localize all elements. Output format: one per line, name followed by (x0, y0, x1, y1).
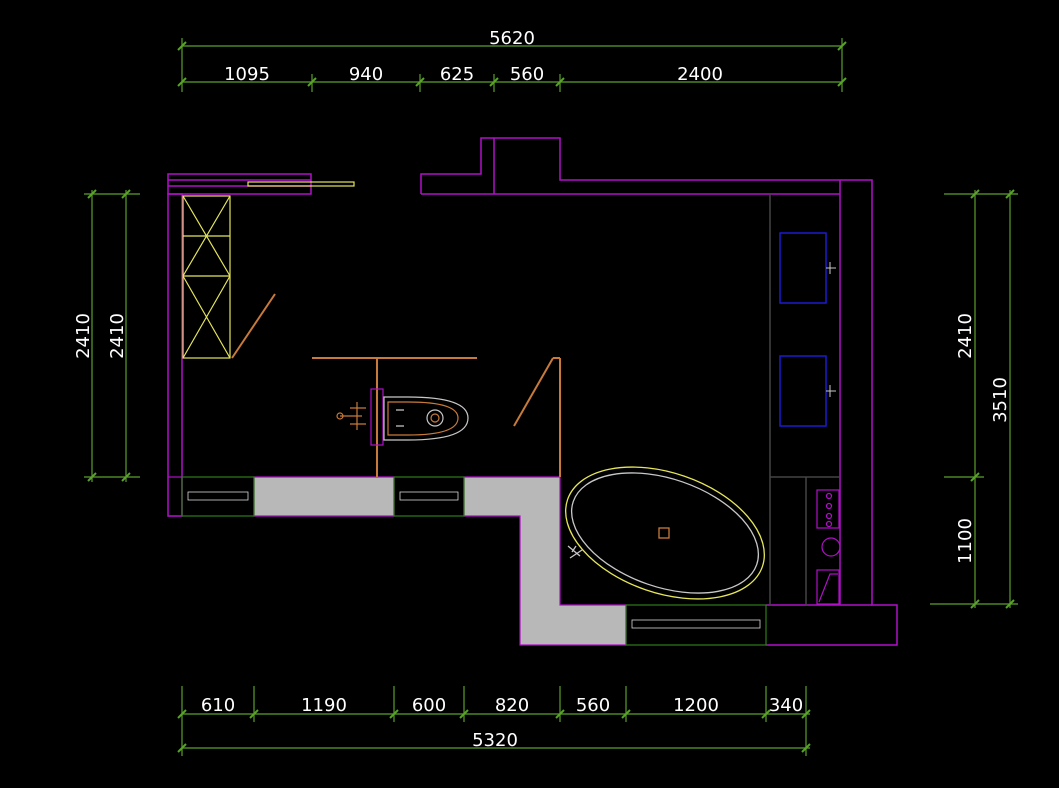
door-swing (231, 293, 276, 359)
left-inner-label: 2410 (107, 313, 128, 359)
faucet-icon (826, 262, 836, 274)
cabinet-detail (818, 573, 838, 603)
dimension-tick (970, 189, 1015, 609)
sprayer-head (336, 412, 344, 420)
drain-circle (821, 537, 841, 557)
control-panel (816, 489, 840, 529)
toilet-hinge (396, 409, 404, 427)
right-inner-label: 1100 (955, 518, 976, 564)
bottom-segment-label: 820 (495, 695, 529, 716)
windows (168, 476, 767, 646)
dimension-tick (177, 743, 811, 753)
window-glass (187, 491, 249, 501)
top-segment-label: 560 (510, 64, 544, 85)
toilet-tank (370, 388, 384, 446)
window-glass (631, 619, 761, 629)
bathtub-faucet-icon (567, 545, 583, 559)
control-knob (825, 492, 833, 500)
top-total-label: 5620 (489, 28, 535, 49)
toilet-bowl (383, 396, 469, 441)
left-outer-label: 2410 (73, 313, 94, 359)
bottom-segment-label: 340 (769, 695, 803, 716)
top-segment-label: 2400 (677, 64, 723, 85)
bathtub-outer (565, 466, 765, 600)
control-knob (825, 520, 833, 528)
top-segment-label: 1095 (224, 64, 270, 85)
partitions (231, 293, 561, 477)
top-segment-label: 940 (349, 64, 383, 85)
dimension-tick (177, 41, 847, 51)
vanity-basins (779, 232, 836, 427)
toilet-drain (426, 409, 444, 427)
window (393, 476, 465, 517)
lower-cabinet (816, 569, 840, 605)
bottom-segment-label: 1190 (301, 695, 347, 716)
bathtub-inner (570, 472, 760, 594)
bathtub (565, 466, 765, 600)
bottom-segment-label: 610 (201, 695, 235, 716)
cabinet-cross (182, 275, 231, 359)
appliance-column (816, 489, 841, 605)
shower-door (513, 357, 554, 427)
toilet-drain (430, 413, 440, 423)
control-knob (825, 512, 833, 520)
window (181, 476, 255, 517)
bottom-segment-label: 560 (576, 695, 610, 716)
solid-wall-segment (253, 476, 395, 517)
dimension-tick (177, 709, 811, 719)
dimension-lines (84, 38, 1018, 756)
bathtub-drain (658, 527, 670, 539)
right-outer-label: 3510 (990, 377, 1011, 423)
toilet-seat (387, 401, 459, 436)
tall-cabinet (182, 181, 355, 359)
dimension-labels: 5620 1095 940 625 560 2400 610 1190 600 … (73, 28, 1011, 751)
bidet-sprayer-icon (340, 402, 366, 430)
walls (167, 137, 898, 646)
towel-bar (247, 181, 355, 187)
toilet (336, 388, 469, 446)
top-left-wall (167, 173, 312, 195)
window-glass (399, 491, 459, 501)
dimension-tick (87, 189, 131, 482)
dimension-tick (177, 77, 847, 87)
window (625, 604, 767, 646)
dimension-ticks (87, 41, 1015, 753)
bottom-segment-label: 1200 (673, 695, 719, 716)
bottom-total-label: 5320 (472, 730, 518, 751)
right-inner-label: 2410 (955, 313, 976, 359)
top-segment-label: 625 (440, 64, 474, 85)
control-knob (825, 502, 833, 510)
top-right-wall (420, 137, 898, 646)
faucet-icon (826, 385, 836, 397)
bottom-segment-label: 600 (412, 695, 446, 716)
